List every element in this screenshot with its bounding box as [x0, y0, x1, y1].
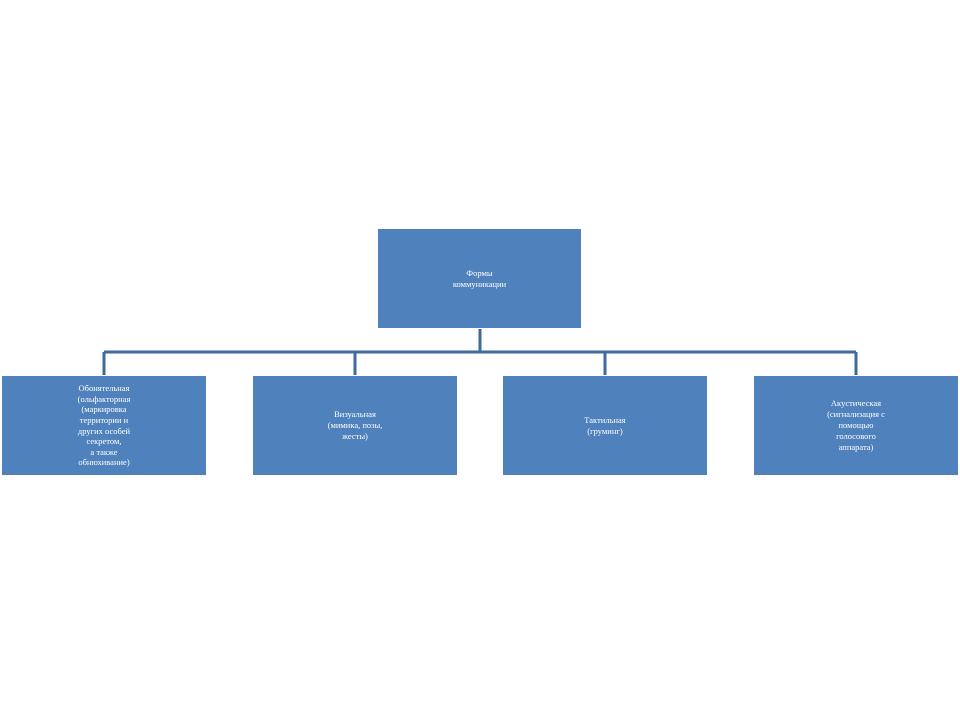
child-node-olfactory: Обонятельная (ольфакторная (маркировка т… — [1, 375, 207, 476]
child-node-label-olfactory: Обонятельная (ольфакторная (маркировка т… — [77, 383, 131, 468]
root-node-communication-forms: Формы коммуникации — [377, 228, 582, 329]
child-node-acoustic: Акустическая (сигнализация с помощью гол… — [753, 375, 959, 476]
child-node-label-tactile: Тактильная (груминг) — [584, 414, 626, 436]
child-node-tactile: Тактильная (груминг) — [502, 375, 708, 476]
child-node-visual: Визуальная (мимика, позы, жесты) — [252, 375, 458, 476]
child-node-label-visual: Визуальная (мимика, позы, жесты) — [327, 409, 383, 441]
root-node-label: Формы коммуникации — [452, 267, 507, 289]
child-node-label-acoustic: Акустическая (сигнализация с помощью гол… — [827, 398, 885, 452]
